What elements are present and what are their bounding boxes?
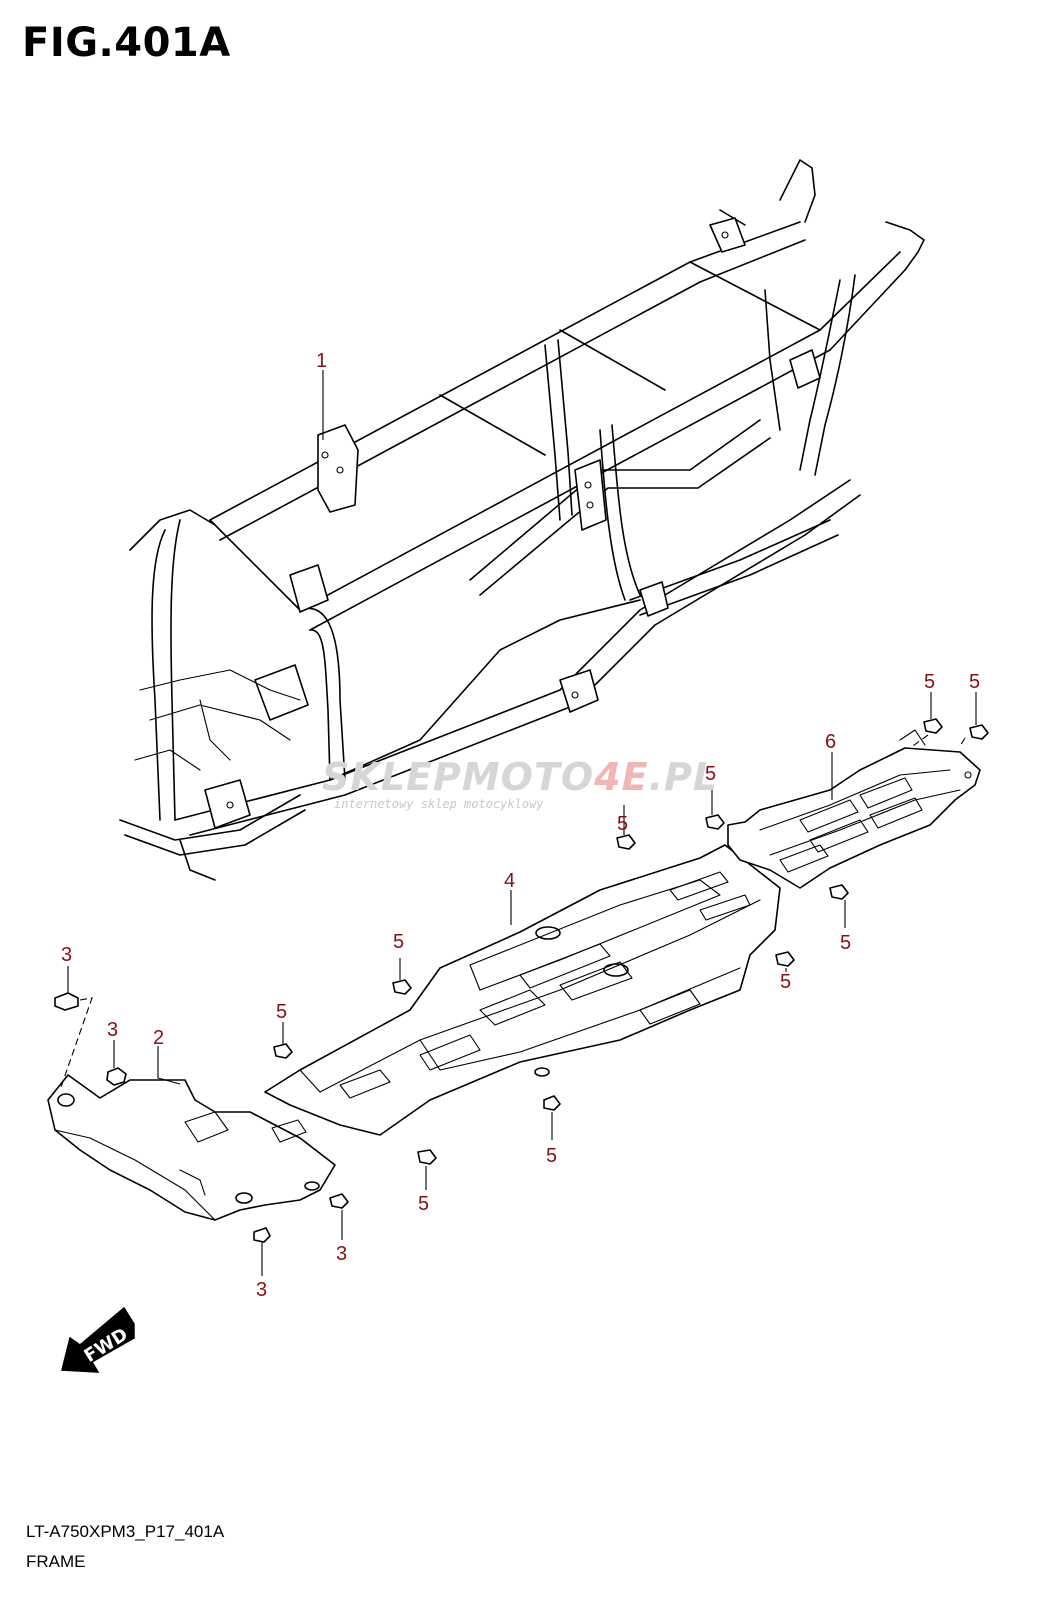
watermark-suffix: .PL — [649, 755, 719, 799]
callout-3-bolt-a: 3 — [61, 944, 72, 966]
front-skid-plate-drawing — [47, 1074, 336, 1221]
frame-drawing — [119, 159, 925, 881]
watermark-accent: 4E — [593, 755, 648, 799]
callout-5-bolt-f: 5 — [705, 763, 716, 785]
callout-5-bolt-a: 5 — [276, 1001, 287, 1023]
callout-5-bolt-g: 5 — [780, 971, 791, 993]
bolt-hardware — [54, 718, 989, 1243]
callout-3-bolt-b: 3 — [107, 1019, 118, 1041]
center-skid-plate-drawing — [264, 844, 781, 1136]
callout-5-bolt-h: 5 — [840, 932, 851, 954]
callout-4-center-skid-plate: 4 — [504, 870, 515, 892]
watermark-prefix: SKLEPMOTO — [322, 755, 594, 799]
callout-3-bolt-c: 3 — [256, 1279, 267, 1301]
figure-name: FRAME — [26, 1552, 86, 1571]
callout-5-bolt-d: 5 — [418, 1193, 429, 1215]
watermark: SKLEPMOTO4E.PL internetowy sklep motocyk… — [322, 755, 718, 811]
callout-1-frame: 1 — [316, 350, 327, 372]
callout-labels: 1 2 3 3 3 3 4 5 5 5 5 5 5 5 5 5 5 6 — [61, 350, 980, 1301]
fwd-arrow: FWD — [61, 1306, 135, 1373]
callout-5-bolt-c: 5 — [546, 1145, 557, 1167]
callout-5-bolt-b: 5 — [393, 931, 404, 953]
callout-2-front-skid-plate: 2 — [153, 1027, 164, 1049]
watermark-subtitle: internetowy sklep motocyklowy — [334, 797, 544, 811]
callout-3-bolt-d: 3 — [336, 1243, 347, 1265]
rear-skid-plate-drawing — [727, 729, 981, 889]
leader-lines — [59, 370, 977, 1276]
callout-5-bolt-j: 5 — [969, 671, 980, 693]
figure-title: FIG.401A — [22, 20, 231, 66]
callout-5-bolt-e: 5 — [617, 813, 628, 835]
svg-text:SKLEPMOTO4E.PL: SKLEPMOTO4E.PL — [322, 755, 718, 799]
callout-6-rear-skid-plate: 6 — [825, 731, 836, 753]
figure-code: LT-A750XPM3_P17_401A — [26, 1522, 225, 1541]
callout-5-bolt-i: 5 — [924, 671, 935, 693]
